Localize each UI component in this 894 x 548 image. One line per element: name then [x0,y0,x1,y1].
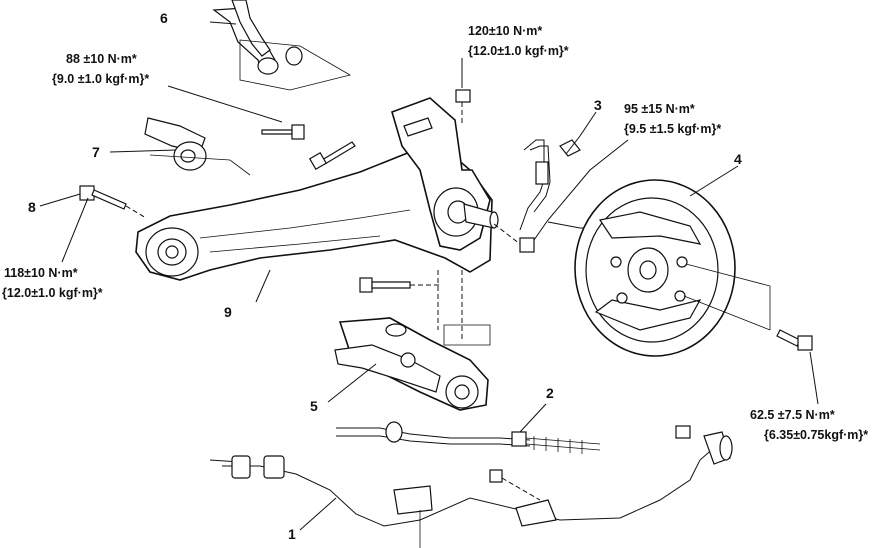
torque-hub-nut-kgf: {9.5 ±1.5 kgf·m}* [624,122,722,136]
torque-hub-nut-nm: 95 ±15 N·m* [624,102,695,116]
brake-hose-part [519,139,631,231]
torque-front-bolt-nm: 118±10 N·m* [4,266,78,280]
callout-7: 7 [92,144,100,160]
upper-bolt-part [261,124,305,140]
brake-backing-plate-part [574,179,771,357]
torque-front-bolt-kgf: {12.0±1.0 kgf·m}* [2,286,103,300]
trailing-arm-bushing-part [144,117,251,176]
callout-2: 2 [546,385,554,401]
stabilizer-link-part [212,0,352,91]
torque-stabilizer-nut-kgf: {12.0±1.0 kgf·m}* [468,44,569,58]
callout-8: 8 [28,199,36,215]
backplate-bolt-part [776,329,813,351]
lower-bolt-part [359,277,440,293]
leader-lines [39,21,819,531]
callout-1: 1 [288,526,296,542]
parking-brake-cable-part [336,421,601,454]
callout-6: 6 [160,10,168,26]
torque-upper-bolt-kgf: {9.0 ±1.0 kgf·m}* [52,72,150,86]
torque-backplate-bolt-nm: 62.5 ±7.5 N·m* [750,408,835,422]
stabilizer-nut-part [455,89,471,125]
front-pivot-bolt-part [79,185,147,219]
lower-arm-part [334,270,491,411]
callout-5: 5 [310,398,318,414]
torque-upper-bolt-nm: 88 ±10 N·m* [66,52,137,66]
torque-stabilizer-nut-nm: 120±10 N·m* [468,24,543,38]
abs-sensor-harness-part [209,425,733,548]
torque-backplate-bolt-kgf: {6.35±0.75kgf·m}* [764,428,869,442]
callout-4: 4 [734,151,742,167]
trailing-arm-part [135,97,499,281]
callout-9: 9 [224,304,232,320]
hub-nut-part [493,223,535,253]
knuckle-bolt-part [308,141,356,171]
callout-3: 3 [594,97,602,113]
